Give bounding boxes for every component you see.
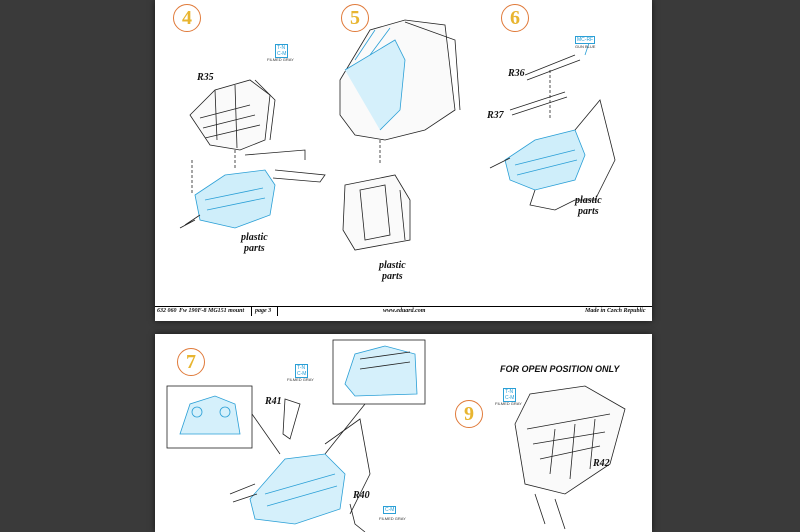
part-label-r42: R42 [593, 458, 610, 469]
plastic-word: plastic [241, 232, 268, 243]
part-label-r37: R37 [487, 110, 504, 121]
paint-code-bottom: C-M [297, 371, 307, 377]
part-label-r36: R36 [508, 68, 525, 79]
step-number-5: 5 [341, 4, 369, 32]
parts-word: parts [578, 206, 599, 217]
paint-code-badge-step9: T-N C-M [503, 388, 517, 402]
open-position-note: FOR OPEN POSITION ONLY [500, 364, 620, 374]
step-number-9: 9 [455, 400, 483, 428]
paint-caption-step7: FILMED GRAY [287, 377, 314, 382]
step6-drawing [489, 39, 616, 211]
parts-word: parts [382, 271, 403, 282]
footer-divider [251, 307, 252, 316]
instruction-page-4: 7 9 FOR OPEN POSITION ONLY R41 R40 R42 T… [155, 334, 652, 532]
paint-code-top: T-N [297, 365, 306, 371]
plastic-parts-note-step4: plastic parts [241, 232, 268, 254]
paint-caption-step6: GUN BLUE [575, 44, 596, 49]
paint-code-top: T-N [277, 45, 286, 51]
footer-title: Fw 190F-8 MG151 mount [179, 308, 245, 314]
step-number-7: 7 [177, 348, 205, 376]
paint-caption-step4: FILMED GRAY [267, 57, 294, 62]
paint-code-top: T-N [505, 389, 514, 395]
paint-code-badge-step4: T-N C-M [275, 44, 289, 58]
paint-caption-step9: FILMED GRAY [495, 401, 522, 406]
paint-code-badge-step6: MC-RF [575, 36, 596, 44]
step-number-4: 4 [173, 4, 201, 32]
footer-divider [277, 307, 278, 316]
footer-site: www.eduard.com [383, 308, 426, 314]
instruction-page-3: 4 5 6 R35 R36 R37 T-N C-M FILMED GRAY MC… [155, 0, 652, 321]
step4-drawing [179, 79, 326, 229]
part-label-r35: R35 [197, 72, 214, 83]
paint-code-badge-step7: T-N C-M [295, 364, 309, 378]
paint-code-bottom: C-M [505, 395, 515, 401]
plastic-word: plastic [575, 195, 602, 206]
paint-caption-r40: FILMED GRAY [379, 516, 406, 521]
assembly-drawings [179, 19, 616, 251]
plastic-parts-note-step6: plastic parts [575, 195, 602, 217]
plastic-parts-note-step5: plastic parts [379, 260, 406, 282]
page-footer: 632 060 Fw 190F-8 MG151 mount page 3 www… [155, 306, 652, 316]
plastic-word: plastic [379, 260, 406, 271]
footer-page: page 3 [255, 308, 272, 314]
paint-code-badge-r40: C-M [383, 506, 397, 514]
part-label-r40: R40 [353, 490, 370, 501]
assembly-drawings [166, 339, 626, 532]
paint-code-bottom: C-M [277, 51, 287, 57]
step-number-6: 6 [501, 4, 529, 32]
parts-word: parts [244, 243, 265, 254]
part-label-r41: R41 [265, 396, 282, 407]
footer-kit-number: 632 060 [157, 308, 177, 314]
footer-origin: Made in Czech Republic [585, 308, 646, 314]
step5-drawing [339, 19, 461, 251]
